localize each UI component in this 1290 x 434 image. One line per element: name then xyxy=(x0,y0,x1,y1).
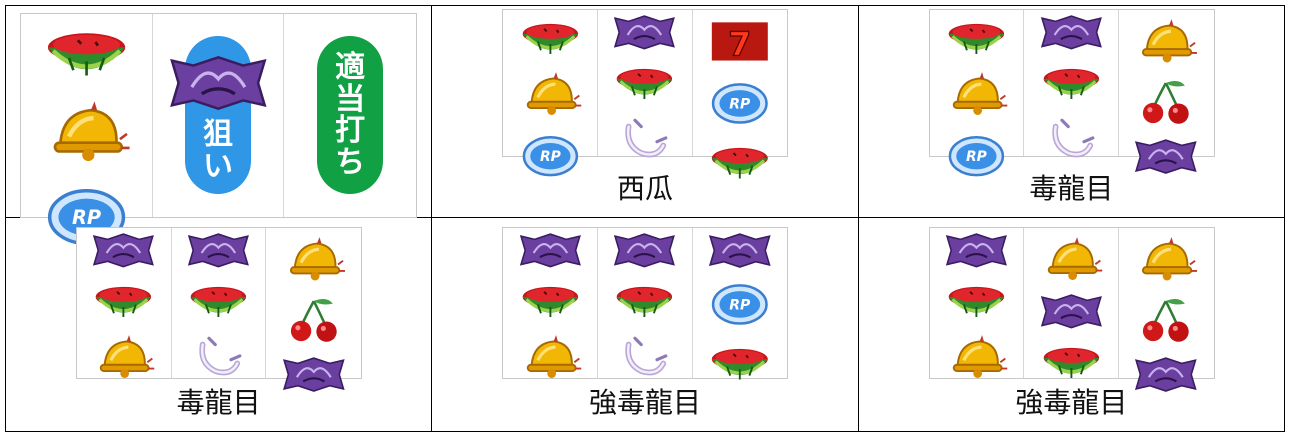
cell-caption: 強毒龍目 xyxy=(1015,386,1128,419)
reel-left: RP xyxy=(21,14,153,246)
svg-text:RP: RP xyxy=(729,297,751,313)
dragon-icon xyxy=(503,228,597,273)
watermelon-icon xyxy=(21,14,152,89)
reel-3 xyxy=(1119,228,1214,393)
bell-icon xyxy=(930,64,1024,125)
watermelon-icon xyxy=(693,134,788,188)
bell-icon xyxy=(503,327,597,388)
dragon-icon xyxy=(1024,289,1118,334)
bell-icon xyxy=(930,327,1024,388)
dragon-icon xyxy=(172,228,266,273)
bell-icon xyxy=(1119,10,1214,72)
reel-3 xyxy=(266,228,361,393)
reel-strip xyxy=(928,227,1215,393)
cell-caption: 西瓜 xyxy=(616,172,673,205)
reel-2 xyxy=(598,228,693,378)
watermelon-icon xyxy=(693,335,788,389)
bell-icon xyxy=(1119,228,1214,290)
ring-icon xyxy=(1024,109,1118,170)
bell-icon xyxy=(1024,228,1118,289)
dragon-icon xyxy=(598,228,692,273)
reel-2 xyxy=(172,228,267,378)
dragon-icon xyxy=(159,54,278,112)
cell-caption: 毒龍目 xyxy=(176,386,261,419)
any-text-1: 適 xyxy=(335,50,366,85)
reel-center: 狙 い xyxy=(153,14,285,217)
watermelon-icon xyxy=(503,273,597,327)
any-text-2: 当 xyxy=(335,81,366,117)
ring-icon xyxy=(172,327,266,388)
reel-1 xyxy=(930,228,1025,379)
any-text-4: ち xyxy=(335,144,366,180)
cherry-icon xyxy=(1119,290,1214,352)
watermelon-icon xyxy=(598,273,692,327)
reel-2 xyxy=(598,10,693,158)
svg-text:RP: RP xyxy=(540,149,561,165)
dragon-icon xyxy=(598,10,692,55)
watermelon-icon xyxy=(930,273,1024,327)
reel-3 xyxy=(1119,10,1214,175)
svg-text:RP: RP xyxy=(729,96,751,112)
dragon-icon xyxy=(1119,352,1214,397)
reel-strip: RP xyxy=(928,9,1215,177)
reel-1: RP xyxy=(930,10,1025,177)
reel-3: RP xyxy=(693,228,788,380)
svg-text:RP: RP xyxy=(966,149,987,165)
ring-icon xyxy=(598,109,692,170)
symbol-table: RP 狙 い 適 当 打 ち xyxy=(4,5,1286,432)
cell-3: 毒龍目 xyxy=(4,217,433,432)
ring-icon xyxy=(598,327,692,388)
reel-strip: RP xyxy=(502,227,789,380)
reel-1 xyxy=(77,228,172,379)
dragon-icon xyxy=(1024,10,1118,55)
cell-4: RP 強毒龍目 xyxy=(431,217,859,432)
any-pill: 適 当 打 ち xyxy=(317,36,384,194)
cell-0: RP 狙 い 適 当 打 ち xyxy=(4,5,433,246)
cherry-icon xyxy=(266,290,361,352)
bell-icon xyxy=(21,89,152,175)
bell-icon xyxy=(77,327,171,388)
dragon-icon xyxy=(77,228,171,273)
dragon-icon xyxy=(693,228,788,273)
aim-text-1: 狙 xyxy=(202,117,233,152)
watermelon-icon xyxy=(930,10,1024,64)
watermelon-icon xyxy=(77,273,171,327)
any-text-3: 打 xyxy=(335,113,366,148)
bell-icon xyxy=(266,228,361,290)
watermelon-icon xyxy=(1024,334,1118,388)
reel-strip-aim: RP 狙 い 適 当 打 ち xyxy=(20,13,417,246)
svg-text:7: 7 xyxy=(728,24,751,63)
watermelon-icon xyxy=(503,10,597,64)
watermelon-icon xyxy=(598,55,692,109)
cell-5: 強毒龍目 xyxy=(857,217,1286,432)
reel-1 xyxy=(503,228,598,379)
reel-1: RP xyxy=(503,10,598,177)
replay-icon: RP xyxy=(693,72,788,134)
payline-table: RP 狙 い 適 当 打 ち xyxy=(4,5,1286,432)
cell-caption: 強毒龍目 xyxy=(588,386,701,419)
watermelon-icon xyxy=(172,273,266,327)
reel-2 xyxy=(1024,228,1119,379)
cherry-icon xyxy=(1119,72,1214,134)
reel-2 xyxy=(1024,10,1119,158)
reel-strip xyxy=(76,227,362,393)
cell-2: RP 毒龍目 xyxy=(857,5,1286,218)
bell-icon xyxy=(503,64,597,125)
cell-caption: 毒龍目 xyxy=(1029,172,1114,205)
seven-icon: 7 xyxy=(693,10,788,72)
reel-right: 適 当 打 ち xyxy=(284,14,416,217)
replay-icon: RP xyxy=(693,273,788,335)
watermelon-icon xyxy=(1024,55,1118,109)
replay-icon: RP xyxy=(930,125,1024,186)
replay-icon: RP xyxy=(503,125,597,186)
dragon-icon xyxy=(266,352,361,397)
dragon-icon xyxy=(930,228,1024,273)
dragon-icon xyxy=(1119,134,1214,179)
aim-text-2: い xyxy=(202,148,233,184)
